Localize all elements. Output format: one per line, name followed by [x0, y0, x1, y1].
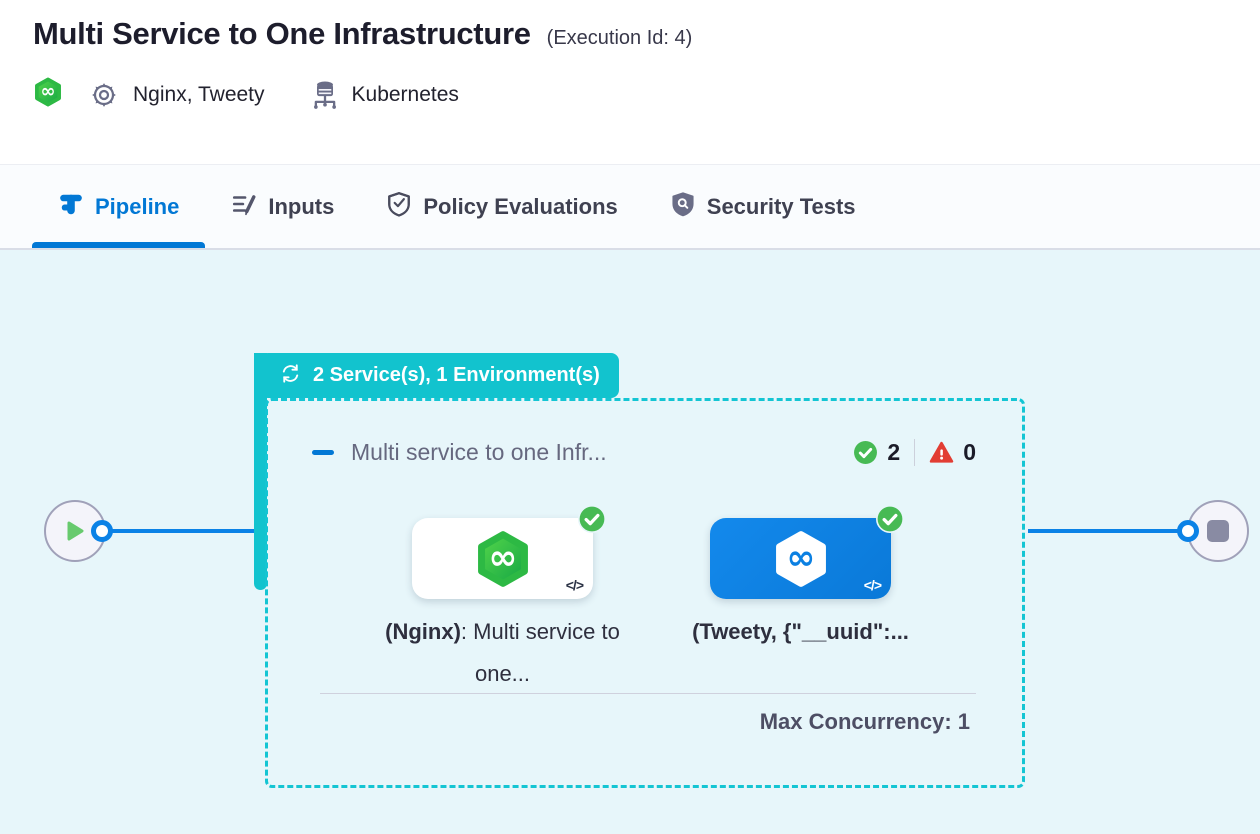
tab-security-tests[interactable]: Security Tests	[644, 165, 882, 248]
tab-inputs[interactable]: Inputs	[205, 165, 360, 248]
stage-status-counts: 2 0	[853, 439, 976, 466]
edge-start-to-stage	[103, 529, 256, 533]
gear-icon	[89, 80, 119, 110]
max-concurrency-label: Max Concurrency: 1	[759, 709, 970, 734]
service-label-tweety: (Tweety, {"__uuid":...	[683, 611, 918, 653]
harness-logo-icon: ∞	[477, 530, 528, 587]
page-title: Multi Service to One Infrastructure	[33, 16, 531, 51]
success-count: 2	[887, 439, 901, 465]
infrastructure-icon	[311, 79, 339, 111]
service-card-tweety[interactable]: ∞ </>	[710, 505, 904, 599]
start-connector-port	[91, 520, 113, 542]
infrastructure-label: Kubernetes	[351, 82, 459, 106]
service-label-nginx: (Nginx): Multi service to one...	[380, 611, 625, 695]
count-divider	[914, 439, 916, 466]
code-icon: </>	[565, 577, 584, 593]
success-check-icon	[876, 505, 904, 533]
execution-header: Multi Service to One Infrastructure (Exe…	[0, 0, 1260, 164]
tab-policy-evaluations[interactable]: Policy Evaluations	[360, 165, 643, 248]
harness-service-icon: ∞	[33, 76, 63, 113]
svg-text:∞: ∞	[786, 537, 815, 577]
edge-stage-to-end	[1028, 529, 1186, 533]
tab-pipeline[interactable]: Pipeline	[32, 165, 206, 248]
tab-policy-evaluations-label: Policy Evaluations	[423, 193, 618, 219]
svg-text:∞: ∞	[41, 81, 56, 102]
success-check-icon	[578, 505, 606, 533]
code-icon: </>	[863, 577, 882, 593]
pipeline-icon	[58, 191, 84, 222]
service-label-tweety-name: (Tweety, {"__uuid":...	[692, 619, 909, 644]
stage-badge-label: 2 Service(s), 1 Environment(s)	[313, 364, 600, 386]
pipeline-canvas: 2 Service(s), 1 Environment(s) Multi ser…	[0, 250, 1260, 834]
stage-selection-bar	[254, 353, 267, 590]
error-count: 0	[963, 439, 976, 465]
stage-title: Multi service to one Infr...	[351, 439, 607, 465]
tab-inputs-label: Inputs	[268, 193, 335, 219]
harness-logo-icon: ∞	[775, 530, 826, 587]
stage-group-box[interactable]: Multi service to one Infr... 2 0	[265, 398, 1025, 788]
stage-header: Multi service to one Infr... 2 0	[312, 439, 976, 466]
loop-icon	[279, 362, 302, 390]
end-connector-port	[1177, 520, 1199, 542]
execution-meta: ∞ Nginx, Tweety Kubernetes	[33, 76, 1260, 113]
service-label-nginx-rest: : Multi service to one...	[460, 619, 620, 686]
inputs-icon	[231, 191, 257, 222]
stage-divider	[320, 693, 976, 694]
service-label-nginx-name: (Nginx)	[385, 619, 461, 644]
shield-search-icon	[670, 191, 696, 222]
service-card-nginx[interactable]: ∞ </>	[412, 505, 606, 599]
stop-icon	[1207, 520, 1229, 542]
error-warning-icon	[929, 441, 954, 463]
shield-check-icon	[386, 191, 412, 222]
stage-services-badge[interactable]: 2 Service(s), 1 Environment(s)	[260, 353, 619, 398]
title-row: Multi Service to One Infrastructure (Exe…	[33, 16, 1260, 52]
tab-bar: Pipeline Inputs Policy Evaluations	[0, 164, 1260, 250]
tab-pipeline-label: Pipeline	[95, 193, 180, 219]
play-icon	[67, 521, 83, 541]
success-check-icon	[854, 441, 878, 464]
collapse-stage-icon[interactable]	[312, 450, 334, 455]
tab-security-tests-label: Security Tests	[706, 193, 856, 219]
svg-text:∞: ∞	[488, 537, 517, 577]
services-label: Nginx, Tweety	[133, 82, 265, 106]
execution-id: (Execution Id: 4)	[546, 27, 693, 49]
